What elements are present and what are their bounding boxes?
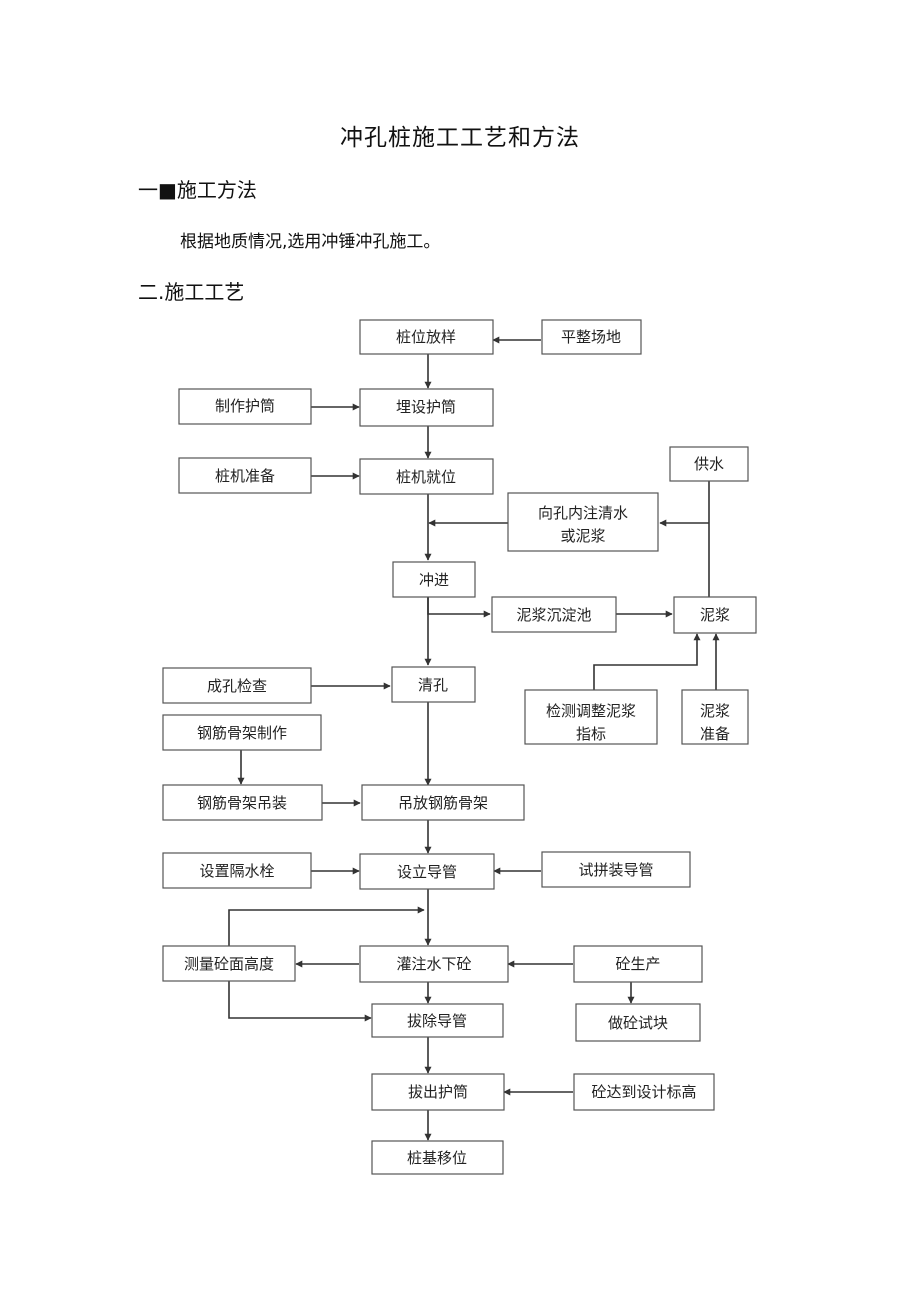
flowchart-nodes: [162, 319, 757, 1175]
node-pile-move-box: [371, 1140, 504, 1175]
node-test-slurry-label-1: 检测调整泥浆: [546, 702, 636, 720]
node-percussion-label: 冲进: [419, 571, 449, 589]
node-rig-prepare-label: 桩机准备: [215, 467, 275, 485]
edge-percussion-to-tank: [427, 597, 491, 618]
node-cage-lift-box: [162, 784, 323, 821]
node-measure-height-label: 测量砼面高度: [184, 955, 274, 973]
node-slurry-prep-label-2: 准备: [700, 725, 730, 743]
node-inject-water-label-2: 或泥浆: [560, 527, 605, 545]
section-heading-method: 一■施工方法: [138, 178, 257, 202]
node-reach-level-label: 砼达到设计标高: [591, 1083, 696, 1101]
section-heading-process: 二.施工工艺: [138, 280, 245, 304]
flowchart-connectors: [228, 336, 720, 1141]
node-test-block-label: 做砼试块: [608, 1014, 668, 1032]
node-slurry-box: [673, 596, 757, 634]
node-hole-check-label: 成孔检查: [207, 677, 267, 695]
node-slurry-prep-box: [681, 689, 749, 745]
node-cage-make-box: [162, 714, 322, 751]
node-level-site-label: 平整场地: [561, 328, 621, 346]
node-bury-casing-box: [359, 388, 494, 427]
node-cage-place-box: [361, 784, 525, 821]
node-reach-level-box: [573, 1073, 715, 1111]
flowchart-labels: 桩位放样 平整场地 制作护筒 埋设护筒 桩机准备 桩机就位 供水 向孔内注清水 …: [184, 328, 730, 1167]
edge-test-to-slurry: [593, 633, 701, 690]
node-concrete-prod-box: [573, 945, 703, 983]
node-make-casing-box: [178, 388, 312, 425]
node-install-pipe-label: 设立导管: [397, 863, 457, 881]
edge-measure-to-remove: [228, 981, 372, 1022]
node-pour-concrete-box: [359, 945, 509, 983]
node-settling-tank-box: [491, 596, 617, 633]
node-hole-check-box: [162, 667, 312, 704]
node-rig-prepare-box: [178, 457, 312, 494]
node-pour-concrete-label: 灌注水下砼: [396, 955, 471, 973]
node-test-slurry-box: [524, 689, 658, 745]
node-water-supply-box: [669, 446, 749, 482]
document-title: 冲孔桩施工工艺和方法: [340, 125, 580, 151]
node-test-slurry-label-2: 指标: [576, 725, 606, 743]
node-slurry-label: 泥浆: [700, 606, 730, 624]
node-inject-water-box: [507, 492, 659, 552]
section-text-method: 根据地质情况,选用冲锤冲孔施工。: [180, 232, 441, 252]
node-pile-layout-box: [359, 319, 494, 355]
node-settling-tank-label: 泥浆沉淀池: [516, 606, 591, 624]
node-rig-position-box: [359, 458, 494, 495]
node-cage-lift-label: 钢筋骨架吊装: [197, 794, 287, 812]
node-make-casing-label: 制作护筒: [215, 397, 275, 415]
node-measure-height-box: [162, 945, 296, 982]
node-water-supply-label: 供水: [694, 455, 724, 473]
node-remove-pipe-label: 拔除导管: [407, 1012, 467, 1030]
node-inject-water-label-1: 向孔内注清水: [538, 504, 628, 522]
node-test-block-box: [575, 1003, 701, 1042]
node-percussion-box: [392, 561, 476, 598]
node-pipe-test-label: 试拼装导管: [578, 861, 653, 879]
node-water-plug-box: [162, 852, 312, 889]
node-cage-make-label: 钢筋骨架制作: [197, 724, 287, 742]
node-slurry-prep-label-1: 泥浆: [700, 702, 730, 720]
node-concrete-prod-label: 砼生产: [615, 955, 660, 973]
node-level-site-box: [541, 319, 642, 355]
node-remove-pipe-box: [371, 1003, 504, 1038]
node-install-pipe-box: [359, 853, 495, 890]
node-bury-casing-label: 埋设护筒: [396, 398, 456, 416]
edge-measure-loop: [228, 906, 425, 946]
node-clean-hole-label: 清孔: [418, 676, 448, 694]
node-pipe-test-box: [541, 851, 691, 888]
node-rig-position-label: 桩机就位: [396, 468, 456, 486]
node-pile-move-label: 桩基移位: [407, 1149, 467, 1167]
node-cage-place-label: 吊放钢筋骨架: [398, 794, 488, 812]
node-clean-hole-box: [391, 666, 476, 703]
node-pull-casing-box: [371, 1073, 505, 1111]
node-water-plug-label: 设置隔水栓: [199, 862, 274, 880]
node-pile-layout-label: 桩位放样: [396, 328, 456, 346]
node-pull-casing-label: 拔出护筒: [408, 1083, 468, 1101]
